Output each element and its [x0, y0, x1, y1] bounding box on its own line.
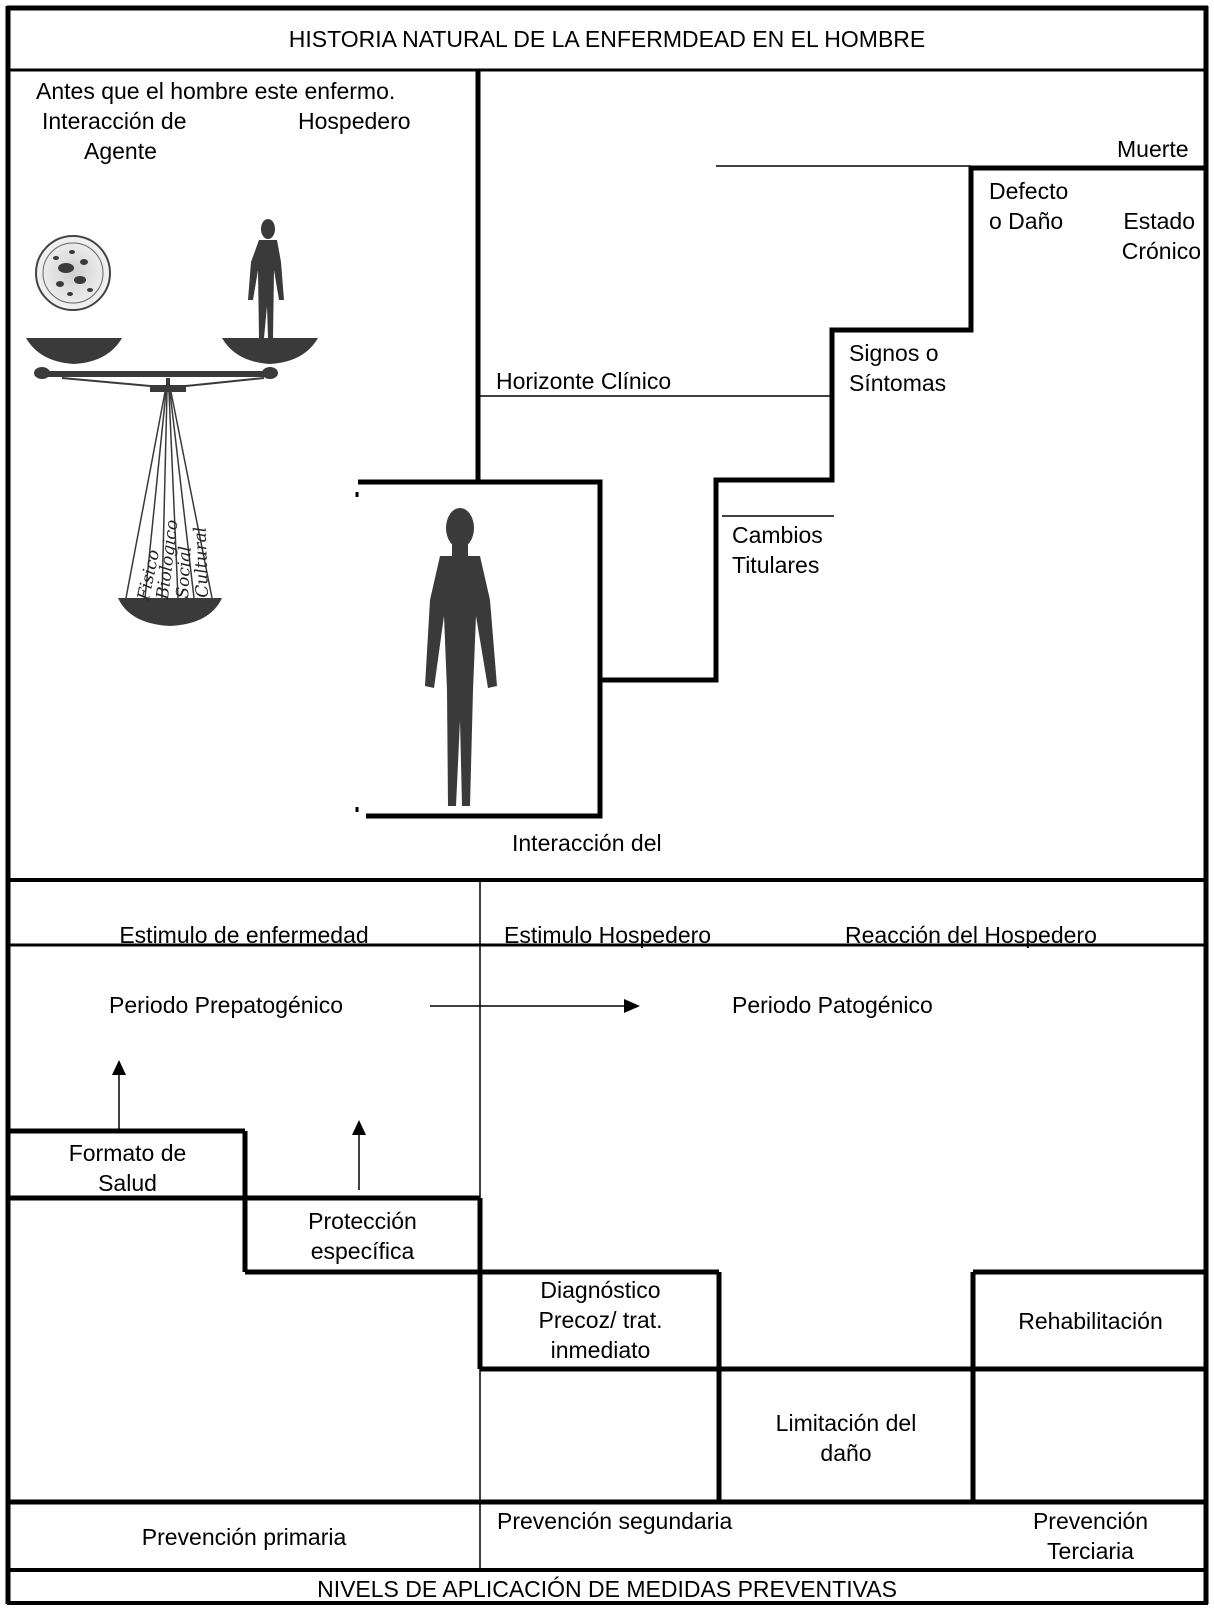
prevencion-terciaria-label-2: Terciaria — [1047, 1538, 1134, 1564]
limitacion-label-1: Limitación del — [775, 1410, 917, 1436]
arrow-up-icon — [112, 1060, 126, 1075]
host-figure — [425, 508, 497, 806]
cambios-label-2: Titulares — [732, 552, 820, 578]
muerte-label: Muerte — [1117, 136, 1189, 162]
staircase-thin-lines — [480, 165, 971, 517]
formato-salud-label-1: Formato de — [68, 1140, 187, 1166]
period-arrow — [430, 999, 640, 1013]
reaccion-hospedero-label: Reacción del Hospedero — [845, 922, 1097, 948]
defecto-label-2: o Daño — [989, 208, 1064, 234]
balance-scale — [26, 219, 318, 626]
diagram-title: HISTORIA NATURAL DE LA ENFERMDEAD EN EL … — [288, 26, 926, 52]
signos-label-2: Síntomas — [849, 370, 947, 396]
hospedero-label: Hospedero — [298, 108, 411, 134]
rehabilitacion-label: Rehabilitación — [1018, 1308, 1163, 1334]
formato-salud-label-2: Salud — [98, 1170, 157, 1196]
interaccion-del-label: Interacción del — [512, 830, 662, 856]
proteccion-label-2: específica — [310, 1238, 415, 1264]
arrow-up-icon — [352, 1120, 366, 1135]
left-pan — [26, 338, 122, 364]
prevencion-terciaria-label-1: Prevención — [1032, 1508, 1149, 1534]
host-figure-box — [355, 479, 603, 819]
prevencion-segundaria-label: Prevención segundaria — [497, 1508, 733, 1534]
before-illness-label: Antes que el hombre este enfermo. — [36, 78, 396, 104]
proteccion-label-1: Protección — [308, 1208, 417, 1234]
petri-dish-icon — [35, 235, 111, 311]
defecto-label-1: Defecto — [989, 178, 1069, 204]
footer-title: NIVELS DE APLICACIÓN DE MEDIDAS PREVENTI… — [317, 1576, 897, 1602]
up-arrow-2 — [352, 1120, 366, 1190]
limitacion-label-2: daño — [820, 1440, 872, 1466]
diagnostico-label-1: Diagnóstico — [540, 1277, 661, 1303]
prevention-steps — [9, 1128, 1208, 1502]
estado-label-2: Crónico — [1121, 238, 1201, 264]
arrow-right-icon — [624, 999, 640, 1013]
cambios-label-1: Cambios — [732, 522, 823, 548]
right-pan — [222, 338, 318, 364]
row-dividers — [7, 878, 1208, 1572]
estimulo-hospedero-label: Estimulo Hospedero — [504, 922, 712, 948]
prevencion-primaria-label: Prevención primaria — [141, 1524, 347, 1550]
interaccion-de-label: Interacción de — [42, 108, 187, 134]
diagnostico-label-2: Precoz/ trat. — [538, 1307, 663, 1333]
small-person-icon — [248, 219, 284, 338]
horizonte-clinico-label: Horizonte Clínico — [496, 368, 672, 394]
signos-label-1: Signos o — [849, 340, 939, 366]
up-arrow-1 — [112, 1060, 126, 1130]
disease-staircase — [475, 70, 1208, 683]
bottom-pan — [118, 598, 222, 626]
microbe-cluster — [53, 250, 93, 296]
periodo-prepatogenico-label: Periodo Prepatogénico — [109, 992, 343, 1018]
estimulo-enfermedad-label: Estimulo de enfermedad — [119, 922, 369, 948]
estado-label-1: Estado — [1123, 208, 1195, 234]
outer-frame — [5, 5, 1209, 1605]
diagnostico-label-3: inmediato — [550, 1337, 651, 1363]
scale-label-cultural: Cultural — [190, 526, 213, 598]
agente-label: Agente — [84, 138, 157, 164]
periodo-patogenico-label: Periodo Patogénico — [732, 992, 933, 1018]
